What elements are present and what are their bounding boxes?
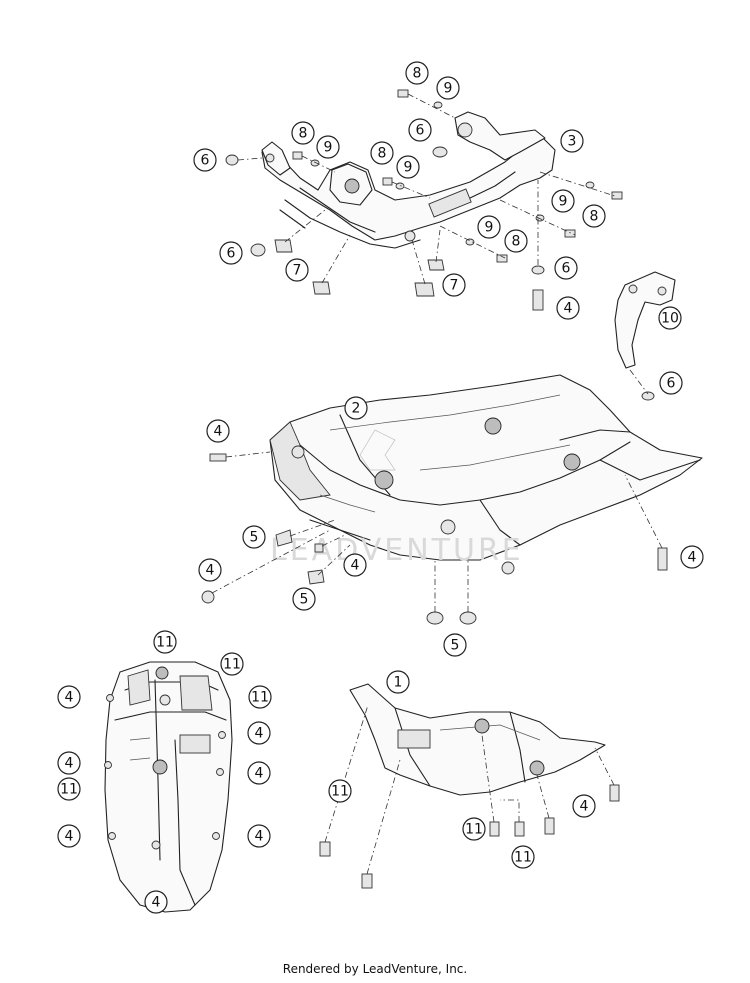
callout-label: 1 bbox=[394, 675, 403, 691]
callout-5: 5 bbox=[242, 525, 266, 549]
callout-6: 6 bbox=[659, 371, 683, 395]
callout-7: 7 bbox=[442, 273, 466, 297]
callout-4: 4 bbox=[57, 824, 81, 848]
callout-11: 11 bbox=[511, 845, 535, 869]
callout-11: 11 bbox=[462, 817, 486, 841]
callout-label: 2 bbox=[352, 401, 361, 417]
callout-label: 11 bbox=[60, 782, 78, 798]
front-guard bbox=[104, 661, 233, 913]
mounting-frame bbox=[261, 111, 556, 249]
callout-11: 11 bbox=[328, 779, 352, 803]
callout-label: 8 bbox=[413, 66, 422, 82]
callout-label: 8 bbox=[378, 146, 387, 162]
callout-label: 7 bbox=[450, 278, 459, 294]
callout-label: 4 bbox=[255, 726, 264, 742]
callout-4: 4 bbox=[247, 761, 271, 785]
callout-2: 2 bbox=[344, 396, 368, 420]
callout-4: 4 bbox=[198, 558, 222, 582]
callout-label: 10 bbox=[661, 311, 679, 327]
callout-5: 5 bbox=[292, 587, 316, 611]
callout-8: 8 bbox=[291, 121, 315, 145]
callout-label: 11 bbox=[156, 635, 174, 651]
bracket-10 bbox=[614, 271, 676, 401]
skid-fasteners bbox=[201, 451, 668, 625]
callout-10: 10 bbox=[658, 306, 682, 330]
callout-label: 9 bbox=[444, 81, 453, 97]
callout-label: 8 bbox=[590, 209, 599, 225]
callout-label: 6 bbox=[416, 123, 425, 139]
callout-9: 9 bbox=[436, 76, 460, 100]
callout-6: 6 bbox=[219, 241, 243, 265]
callout-8: 8 bbox=[370, 141, 394, 165]
callout-label: 8 bbox=[512, 234, 521, 250]
callout-label: 5 bbox=[451, 638, 460, 654]
callout-6: 6 bbox=[554, 256, 578, 280]
callout-11: 11 bbox=[153, 630, 177, 654]
callout-4: 4 bbox=[556, 296, 580, 320]
callout-label: 11 bbox=[251, 690, 269, 706]
callout-label: 4 bbox=[214, 424, 223, 440]
callout-4: 4 bbox=[343, 553, 367, 577]
callout-label: 4 bbox=[152, 895, 161, 911]
callout-4: 4 bbox=[57, 751, 81, 775]
callout-1: 1 bbox=[386, 670, 410, 694]
callout-label: 5 bbox=[250, 530, 259, 546]
callout-4: 4 bbox=[206, 419, 230, 443]
callout-label: 4 bbox=[65, 756, 74, 772]
callout-4: 4 bbox=[247, 721, 271, 745]
top-fasteners bbox=[225, 89, 623, 311]
callout-label: 4 bbox=[206, 563, 215, 579]
callout-label: 9 bbox=[324, 140, 333, 156]
callout-label: 11 bbox=[331, 784, 349, 800]
callout-label: 8 bbox=[299, 126, 308, 142]
callout-11: 11 bbox=[248, 685, 272, 709]
callout-label: 7 bbox=[293, 263, 302, 279]
callout-9: 9 bbox=[477, 215, 501, 239]
callout-label: 9 bbox=[404, 160, 413, 176]
callout-label: 4 bbox=[255, 829, 264, 845]
callout-label: 11 bbox=[514, 850, 532, 866]
callout-6: 6 bbox=[408, 118, 432, 142]
skid-plate: LEADVENTURE bbox=[269, 374, 703, 575]
callout-9: 9 bbox=[316, 135, 340, 159]
callout-5: 5 bbox=[443, 633, 467, 657]
callout-label: 6 bbox=[201, 153, 210, 169]
callout-label: 9 bbox=[559, 194, 568, 210]
callout-4: 4 bbox=[144, 890, 168, 914]
callout-label: 3 bbox=[568, 134, 577, 150]
callout-9: 9 bbox=[396, 155, 420, 179]
callout-label: 11 bbox=[465, 822, 483, 838]
callout-7: 7 bbox=[285, 258, 309, 282]
callout-label: 6 bbox=[667, 376, 676, 392]
callout-label: 9 bbox=[485, 220, 494, 236]
watermark-text: LEADVENTURE bbox=[270, 533, 524, 568]
callout-label: 4 bbox=[255, 766, 264, 782]
callout-label: 4 bbox=[564, 301, 573, 317]
callout-label: 5 bbox=[300, 592, 309, 608]
callout-11: 11 bbox=[57, 777, 81, 801]
callout-label: 11 bbox=[223, 657, 241, 673]
callout-3: 3 bbox=[560, 129, 584, 153]
callout-8: 8 bbox=[582, 204, 606, 228]
callout-8: 8 bbox=[405, 61, 429, 85]
callout-label: 4 bbox=[688, 550, 697, 566]
callout-label: 6 bbox=[227, 246, 236, 262]
callout-11: 11 bbox=[220, 652, 244, 676]
callout-6: 6 bbox=[193, 148, 217, 172]
callout-label: 4 bbox=[65, 690, 74, 706]
callout-label: 4 bbox=[351, 558, 360, 574]
callout-label: 6 bbox=[562, 261, 571, 277]
callout-4: 4 bbox=[57, 685, 81, 709]
callout-label: 4 bbox=[65, 829, 74, 845]
callout-4: 4 bbox=[247, 824, 271, 848]
callout-4: 4 bbox=[572, 794, 596, 818]
side-plate bbox=[319, 683, 620, 889]
footer-credit: Rendered by LeadVenture, Inc. bbox=[282, 962, 468, 976]
callout-8: 8 bbox=[504, 229, 528, 253]
callout-9: 9 bbox=[551, 189, 575, 213]
callout-4: 4 bbox=[680, 545, 704, 569]
callout-label: 4 bbox=[580, 799, 589, 815]
